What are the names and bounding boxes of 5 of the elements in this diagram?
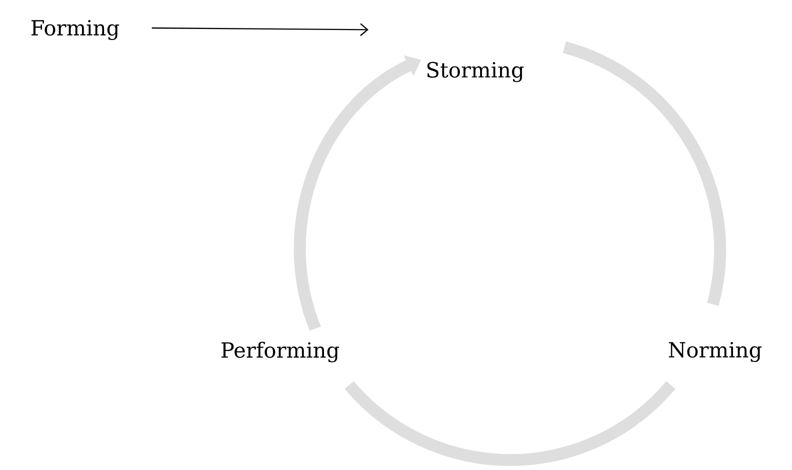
stage-label: Forming (31, 20, 120, 40)
stage-label: Performing (222, 342, 340, 362)
arrow (152, 23, 368, 36)
stage-label: Norming (668, 342, 762, 362)
stage-label: Storming (427, 62, 524, 82)
